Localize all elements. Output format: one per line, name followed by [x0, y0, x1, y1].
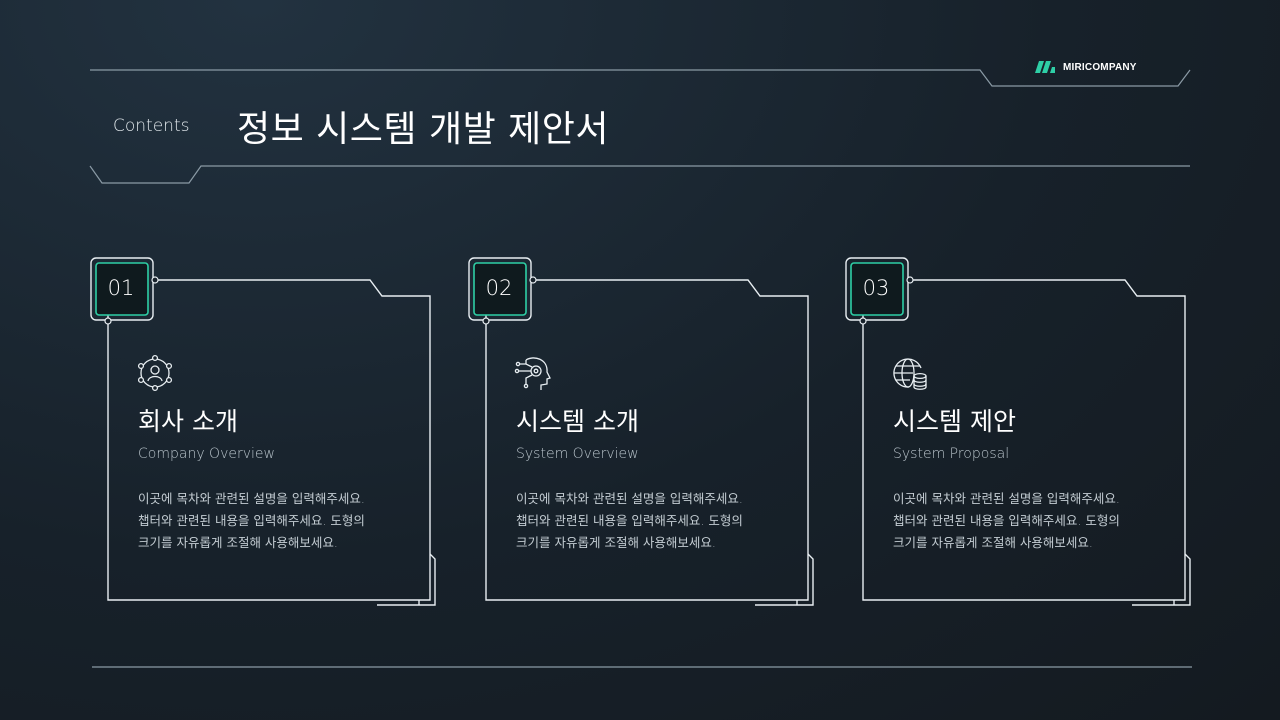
chapter-number: 01: [107, 276, 135, 300]
chapter-description: 이곳에 목차와 관련된 설명을 입력해주세요. 챕터와 관련된 내용을 입력해주…: [138, 488, 428, 554]
chapter-number: 02: [485, 276, 513, 300]
description-line: 이곳에 목차와 관련된 설명을 입력해주세요.: [138, 491, 365, 506]
chapter-subtitle: Company Overview: [138, 446, 275, 462]
page-title: 정보 시스템 개발 제안서: [237, 109, 610, 150]
ai-head-icon: [514, 357, 551, 390]
card-frame: [90, 257, 436, 606]
chapter-card-2[interactable]: 02 시스템 소개 System Overview 이곳에 목차와 관련된 설명…: [468, 256, 818, 608]
chapter-title: 회사 소개: [138, 407, 238, 436]
chapter-number: 03: [862, 276, 890, 300]
card-frame: [468, 257, 814, 606]
chapter-title: 시스템 제안: [893, 407, 1016, 436]
miricompany-logo-icon: [1035, 61, 1055, 73]
brand-name: MIRICOMPANY: [1063, 61, 1137, 73]
description-line: 챕터와 관련된 내용을 입력해주세요. 도형의: [516, 513, 743, 528]
chapter-card-3[interactable]: 03 시스템 제안 System Proposal 이곳에 목차와 관련된 설명…: [845, 256, 1195, 608]
description-line: 이곳에 목차와 관련된 설명을 입력해주세요.: [893, 491, 1120, 506]
description-line: 크기를 자유롭게 조절해 사용해보세요.: [893, 535, 1093, 550]
contents-label: Contents: [113, 116, 190, 136]
chapter-subtitle: System Proposal: [893, 446, 1010, 462]
description-line: 이곳에 목차와 관련된 설명을 입력해주세요.: [516, 491, 743, 506]
chapter-subtitle: System Overview: [516, 446, 639, 462]
card-frame: [845, 257, 1191, 606]
description-line: 크기를 자유롭게 조절해 사용해보세요.: [516, 535, 716, 550]
chapter-description: 이곳에 목차와 관련된 설명을 입력해주세요. 챕터와 관련된 내용을 입력해주…: [893, 488, 1183, 554]
chapter-card-1[interactable]: 01 회사 소개 Company Overview 이곳에 목차와 관련된 설명…: [90, 256, 440, 608]
description-line: 챕터와 관련된 내용을 입력해주세요. 도형의: [138, 513, 365, 528]
company-network-icon: [137, 354, 173, 392]
brand-logo: MIRICOMPANY: [1035, 61, 1137, 73]
globe-database-icon: [893, 358, 927, 390]
chapter-description: 이곳에 목차와 관련된 설명을 입력해주세요. 챕터와 관련된 내용을 입력해주…: [516, 488, 806, 554]
description-line: 챕터와 관련된 내용을 입력해주세요. 도형의: [893, 513, 1120, 528]
chapter-title: 시스템 소개: [516, 407, 639, 436]
description-line: 크기를 자유롭게 조절해 사용해보세요.: [138, 535, 338, 550]
